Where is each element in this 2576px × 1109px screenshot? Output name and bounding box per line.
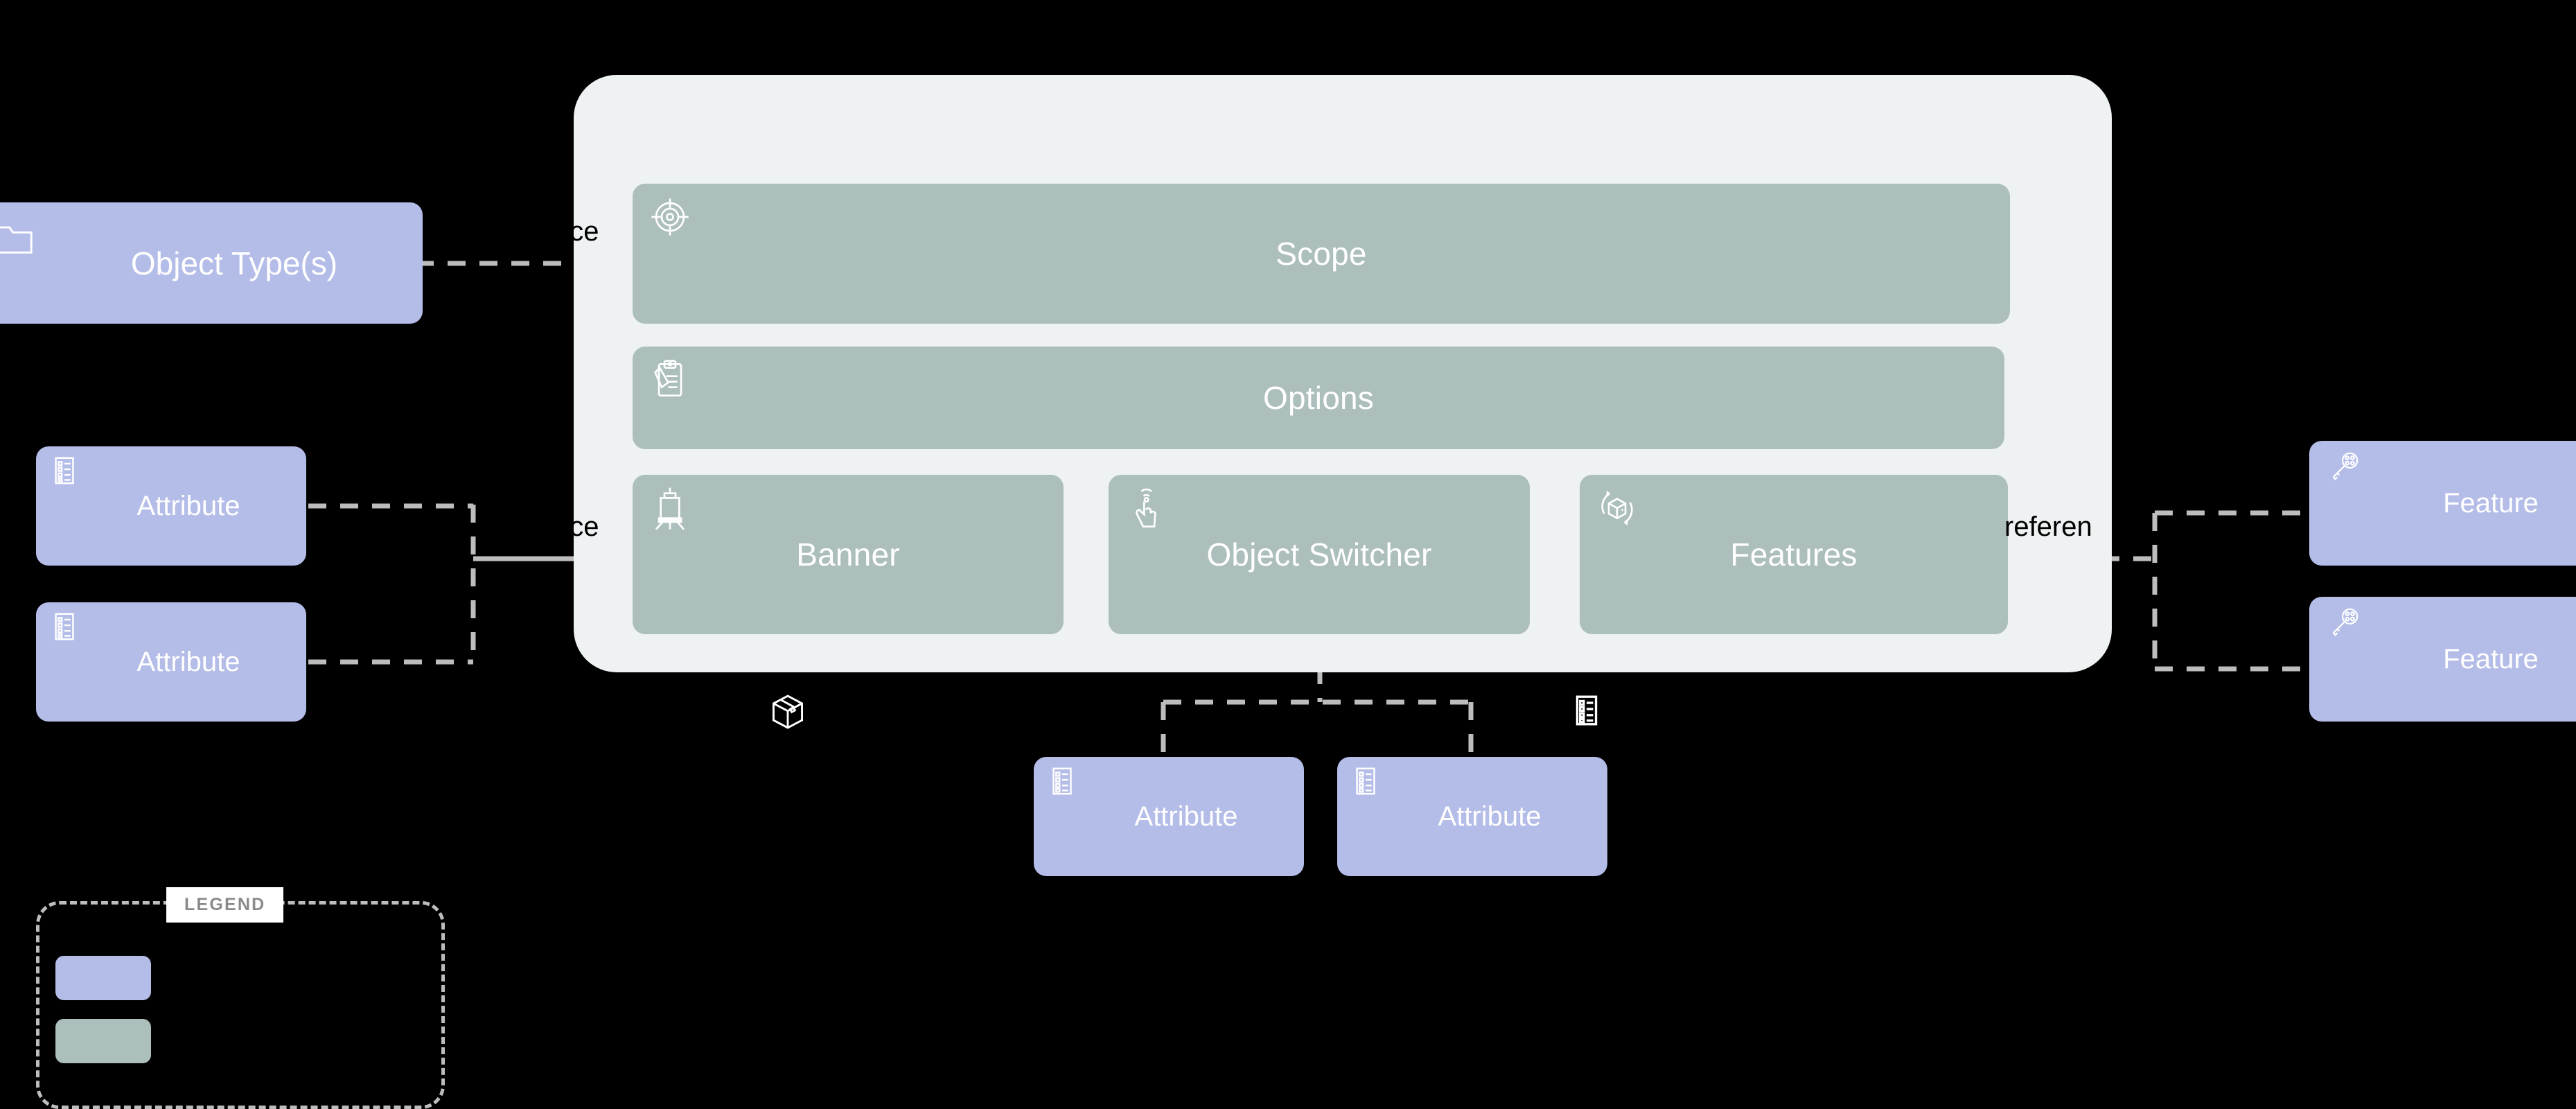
card-object-switcher[interactable]: Object Switcher — [1109, 475, 1530, 634]
folder-icon — [0, 219, 39, 263]
checklist-icon — [48, 611, 85, 647]
key-icon — [2329, 606, 2365, 643]
card-banner-label: Banner — [796, 536, 900, 573]
legend-swatch-entity — [55, 956, 151, 1000]
node-attribute-below-2[interactable]: Attribute — [1337, 757, 1607, 876]
legend-swatch-section — [55, 1019, 151, 1063]
card-object-switcher-label: Object Switcher — [1206, 536, 1432, 573]
card-scope[interactable]: Scope — [633, 184, 2010, 324]
node-feature-right-1[interactable]: Feature — [2309, 441, 2576, 566]
rotating-box-icon — [1595, 486, 1646, 537]
node-attribute-below-1-label: Attribute — [1134, 801, 1238, 832]
legend-title: LEGEND — [166, 887, 284, 923]
checklist-icon — [1350, 765, 1386, 801]
legend-box — [36, 901, 445, 1109]
key-icon — [2329, 451, 2365, 487]
node-feature-right-1-label: Feature — [2443, 487, 2539, 518]
node-attribute-left-1[interactable]: Attribute — [36, 446, 306, 566]
checklist-icon — [48, 455, 85, 491]
node-feature-right-2[interactable]: Feature — [2309, 597, 2576, 722]
diagram-canvas: Scope Options — [0, 75, 2576, 1109]
package-box-icon — [768, 692, 812, 736]
node-attribute-below-1[interactable]: Attribute — [1034, 757, 1304, 876]
node-attribute-left-1-label: Attribute — [136, 490, 240, 521]
checklist-icon — [1046, 765, 1082, 801]
node-attribute-below-2-label: Attribute — [1438, 801, 1542, 832]
node-attribute-left-2[interactable]: Attribute — [36, 602, 306, 722]
easel-icon — [648, 486, 699, 537]
node-object-types-label: Object Type(s) — [130, 245, 338, 281]
node-feature-right-2-label: Feature — [2443, 643, 2539, 674]
checklist-icon — [1569, 693, 1607, 731]
card-options-label: Options — [1263, 380, 1374, 416]
target-crosshair-icon — [648, 195, 699, 246]
node-object-types[interactable]: Object Type(s) — [0, 202, 423, 324]
card-banner[interactable]: Banner — [633, 475, 1064, 634]
clipboard-pencil-icon — [648, 358, 699, 409]
card-features[interactable]: Features — [1580, 475, 2008, 634]
card-scope-label: Scope — [1276, 236, 1367, 272]
tap-gesture-icon — [1124, 486, 1175, 537]
card-features-label: Features — [1730, 536, 1858, 573]
node-attribute-left-2-label: Attribute — [136, 646, 240, 677]
card-options[interactable]: Options — [633, 347, 2004, 449]
